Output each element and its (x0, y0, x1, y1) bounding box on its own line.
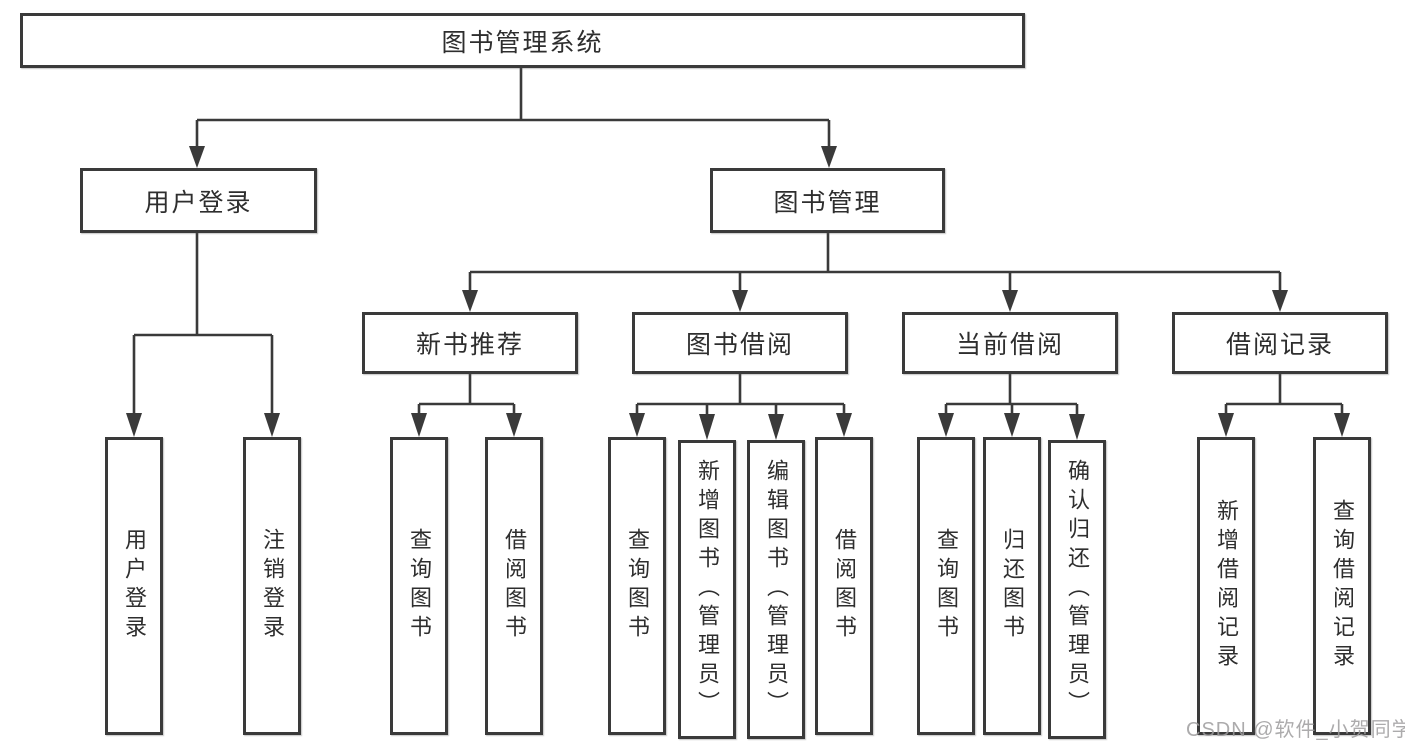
arrowhead (189, 146, 205, 168)
arrowhead (1004, 413, 1020, 437)
node-label: 确认归还（管理员） (1065, 459, 1090, 720)
node-book-management: 图书管理 (710, 168, 945, 233)
node-label: 借阅图书 (502, 528, 527, 644)
leaf-edit-book-admin: 编辑图书（管理员） (747, 440, 805, 739)
leaf-add-borrow-record: 新增借阅记录 (1197, 437, 1255, 735)
node-label: 借阅记录 (1225, 331, 1334, 359)
leaf-borrow-books: 借阅图书 (815, 437, 873, 735)
node-root: 图书管理系统 (20, 13, 1025, 68)
arrowhead (264, 413, 280, 437)
node-book-borrow: 图书借阅 (632, 312, 848, 374)
arrowhead (699, 414, 715, 440)
node-label: 查询图书 (625, 528, 650, 644)
node-label: 用户登录 (144, 188, 253, 217)
arrowhead (126, 413, 142, 437)
node-label: 编辑图书（管理员） (764, 459, 789, 720)
node-label: 图书管理系统 (441, 28, 604, 57)
node-borrow-records: 借阅记录 (1172, 312, 1388, 374)
node-label: 查询图书 (934, 528, 959, 644)
leaf-query-books: 查询图书 (390, 437, 448, 735)
leaf-return-books: 归还图书 (983, 437, 1041, 735)
arrowhead (1272, 290, 1288, 312)
leaf-query-borrow-record: 查询借阅记录 (1313, 437, 1371, 735)
arrowhead (1334, 413, 1350, 437)
watermark-text: CSDN @软件_小贺同学 (1186, 719, 1405, 741)
node-label: 用户登录 (122, 528, 147, 644)
arrowhead (506, 413, 522, 437)
arrowhead (462, 290, 478, 312)
leaf-logout: 注销登录 (243, 437, 301, 735)
node-label: 查询图书 (407, 528, 432, 644)
leaf-query-books: 查询图书 (917, 437, 975, 735)
leaf-confirm-return-admin: 确认归还（管理员） (1048, 440, 1106, 739)
node-label: 新增借阅记录 (1214, 499, 1239, 673)
node-user-login: 用户登录 (80, 168, 317, 233)
node-label: 注销登录 (260, 528, 285, 644)
leaf-user-login: 用户登录 (105, 437, 163, 735)
leaf-borrow-books: 借阅图书 (485, 437, 543, 735)
arrowhead (1218, 413, 1234, 437)
leaf-add-book-admin: 新增图书（管理员） (678, 440, 736, 739)
arrowhead (938, 413, 954, 437)
node-label: 归还图书 (1000, 528, 1025, 644)
arrowhead (629, 413, 645, 437)
arrowhead (732, 290, 748, 312)
arrowhead (411, 413, 427, 437)
node-new-book-recommend: 新书推荐 (362, 312, 578, 374)
arrowhead (821, 146, 837, 168)
arrowhead (768, 414, 784, 440)
arrowhead (836, 413, 852, 437)
node-label: 图书借阅 (685, 331, 794, 359)
node-label: 图书管理 (773, 188, 882, 217)
arrowhead (1002, 290, 1018, 312)
node-label: 新书推荐 (415, 331, 524, 359)
node-label: 当前借阅 (955, 331, 1064, 359)
arrowhead (1069, 414, 1085, 440)
node-label: 借阅图书 (832, 528, 857, 644)
node-label: 查询借阅记录 (1330, 499, 1355, 673)
node-label: 新增图书（管理员） (695, 459, 720, 720)
node-current-borrow: 当前借阅 (902, 312, 1118, 374)
leaf-query-books: 查询图书 (608, 437, 666, 735)
